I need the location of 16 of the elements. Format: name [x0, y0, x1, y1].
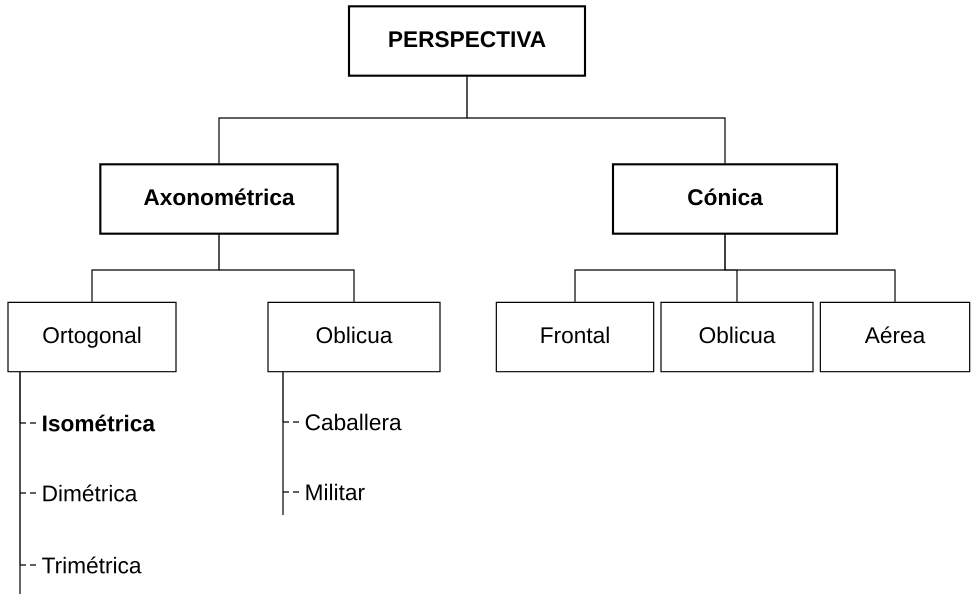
- type-box: Aérea: [820, 302, 970, 372]
- list-item: Isométrica: [43, 414, 156, 432]
- connector-line: [218, 234, 355, 302]
- list-item: Caballera: [306, 414, 402, 430]
- category-box: Axonométrica: [99, 163, 339, 235]
- category-box: PERSPECTIVA: [348, 5, 586, 77]
- list-item: Dimétrica: [43, 484, 138, 502]
- type-box: Ortogonal: [7, 302, 177, 372]
- connector-line: [724, 234, 896, 302]
- category-box: Cónica: [612, 163, 838, 235]
- list-item: Trimétrica: [42, 556, 142, 574]
- type-box: Oblicua: [660, 302, 814, 372]
- type-box: Frontal: [496, 302, 654, 372]
- list-item: Militar: [306, 484, 365, 500]
- connector-line: [466, 76, 726, 164]
- type-box: Oblicua: [267, 302, 441, 372]
